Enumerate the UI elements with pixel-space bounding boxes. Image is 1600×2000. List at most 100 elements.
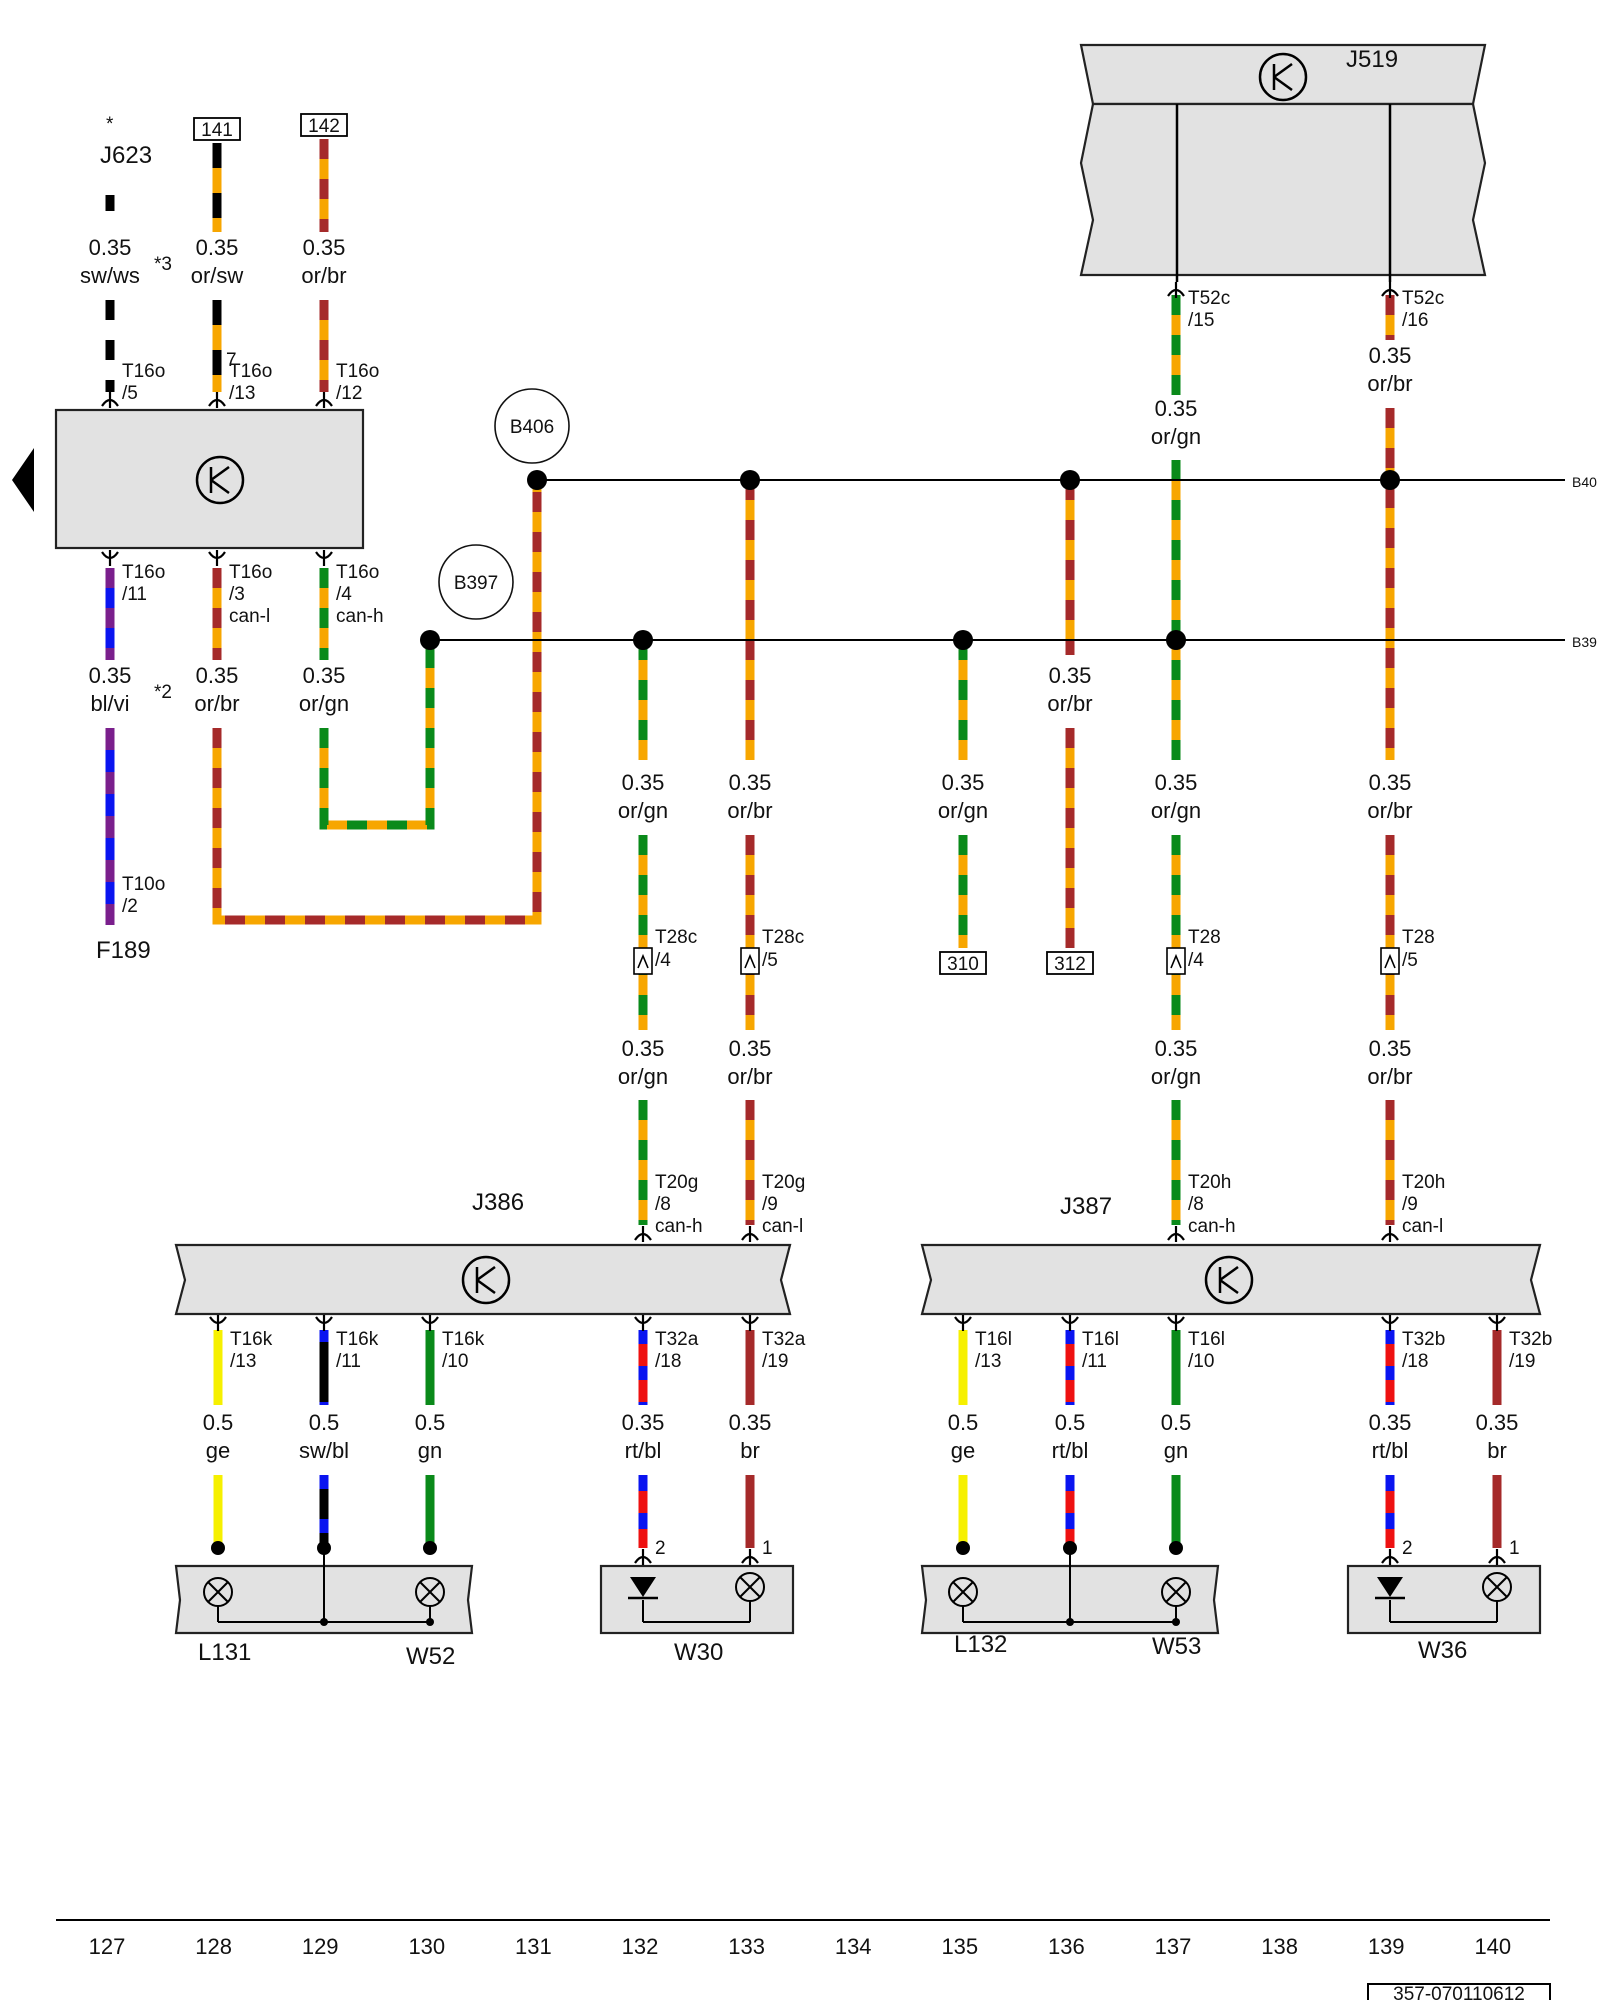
- splice-dot: [527, 470, 547, 490]
- wire-size: 0.5: [948, 1410, 979, 1435]
- pin-label: T10o/2: [122, 874, 165, 917]
- reference-box-141: 141: [193, 117, 241, 141]
- wire-size: 0.35: [1369, 1036, 1412, 1061]
- pin-label: T28c/5: [762, 927, 804, 971]
- ground-point-b397: B397: [438, 544, 514, 620]
- wire-size: 0.35: [1155, 1036, 1198, 1061]
- pin-label: T52c/16: [1402, 288, 1444, 331]
- pin-contact-icon: [1167, 282, 1185, 298]
- solder-dot: [956, 1541, 970, 1555]
- column-number: 133: [728, 1934, 765, 1959]
- diode-icon: [1375, 1577, 1405, 1600]
- pin-contact-icon: [634, 1315, 652, 1331]
- module-j623: J623 *: [12, 114, 365, 550]
- reference-141: 141: [201, 120, 233, 141]
- wire-color: sw/ws: [80, 263, 140, 288]
- splice-dot: [1060, 470, 1080, 490]
- module-j623-star: *: [106, 114, 114, 135]
- wire-color: or/br: [194, 691, 239, 716]
- pin-label: T16l/10: [1188, 1329, 1225, 1372]
- wire-color: gn: [1164, 1438, 1188, 1463]
- wire-size: 0.35: [622, 1410, 665, 1435]
- wire-size: 0.35: [303, 663, 346, 688]
- pin-label: 1: [1509, 1538, 1520, 1559]
- splice-dot: [1380, 470, 1400, 490]
- splice-dot: [740, 470, 760, 490]
- wire-size: 0.35: [1155, 396, 1198, 421]
- module-j519-label: J519: [1346, 46, 1398, 73]
- wire-size: 0.35: [1155, 770, 1198, 795]
- reference-box-312: 312: [1046, 951, 1094, 975]
- connector-t28-5-icon: [1380, 947, 1400, 975]
- wire-color: ge: [951, 1438, 975, 1463]
- wire-color: or/gn: [938, 798, 988, 823]
- splice-dot: [1166, 630, 1186, 650]
- wire-size: 0.35: [196, 235, 239, 260]
- wire-size: 0.5: [203, 1410, 234, 1435]
- pin-contact-icon: [208, 392, 226, 408]
- lamp-icon: [948, 1577, 978, 1607]
- splice-dot: [420, 630, 440, 650]
- wire-size: 0.35: [196, 663, 239, 688]
- wire-color: or/gn: [1151, 798, 1201, 823]
- wire-color: or/br: [727, 798, 772, 823]
- pin-label: T16l/11: [1082, 1329, 1119, 1372]
- wire-color: or/gn: [618, 1064, 668, 1089]
- splice-points: [420, 470, 1400, 650]
- pin-contact-icon: [315, 392, 333, 408]
- wire-color: ge: [206, 1438, 230, 1463]
- wire-color: br: [1487, 1438, 1507, 1463]
- drawing-number: 357-070110612: [1393, 1984, 1525, 2000]
- splice-dot: [953, 630, 973, 650]
- lamp-icon: [735, 1572, 765, 1602]
- solder-dot: [317, 1541, 331, 1555]
- pin-contact-icon: [315, 550, 333, 566]
- solder-dot: [423, 1541, 437, 1555]
- pin-contact-icon: [1167, 1226, 1185, 1242]
- wire-color: rt/bl: [1052, 1438, 1089, 1463]
- wire-size: 0.35: [622, 1036, 665, 1061]
- control-unit-icon: [461, 1255, 511, 1305]
- connector-symbols: [633, 947, 1400, 975]
- connector-t28-4-icon: [1166, 947, 1186, 975]
- wire-size: 0.35: [303, 235, 346, 260]
- lamp-icon: [415, 1577, 445, 1607]
- bus-b397-edge-label: B39: [1572, 634, 1597, 650]
- wire-color: or/br: [1367, 371, 1412, 396]
- pin-contact-icon: [1381, 282, 1399, 298]
- wire-color: or/br: [1047, 691, 1092, 716]
- pin-contact-icon: [1061, 1315, 1079, 1331]
- module-j387: J387: [920, 1193, 1542, 1316]
- column-number: 127: [89, 1934, 126, 1959]
- wire-size: 0.35: [729, 770, 772, 795]
- wire-size: 0.35: [1369, 1410, 1412, 1435]
- control-unit-icon: [195, 455, 245, 505]
- drawing-number-box: 357-070110612: [1367, 1983, 1551, 2000]
- module-j623-label: J623: [100, 142, 152, 169]
- pin-contact-icon: [634, 1549, 652, 1565]
- pin-contact-icon: [741, 1226, 759, 1242]
- component-l131-label: L131: [198, 1639, 251, 1666]
- pin-label: T16o/13: [229, 361, 272, 404]
- column-number: 128: [195, 1934, 232, 1959]
- wire-size: 0.35: [1369, 770, 1412, 795]
- wire-color: or/br: [1367, 798, 1412, 823]
- wire-color: or/gn: [299, 691, 349, 716]
- pin-contact-icon: [954, 1315, 972, 1331]
- pin-contact-icon: [1488, 1315, 1506, 1331]
- wire-color: or/gn: [618, 798, 668, 823]
- footnote-2: *2: [154, 682, 172, 703]
- ground-point-b406: B406: [494, 388, 570, 464]
- wire-size: 0.35: [729, 1410, 772, 1435]
- pin-contact-icon: [741, 1315, 759, 1331]
- wire-stripe: [319, 640, 435, 830]
- wire-size: 0.35: [89, 235, 132, 260]
- bus-b406-edge-label: B40: [1572, 474, 1597, 490]
- pin-label: 2: [655, 1538, 666, 1559]
- component-f189-label: F189: [96, 937, 151, 964]
- wire-color: sw/bl: [299, 1438, 349, 1463]
- pin-contact-icon: [315, 1315, 333, 1331]
- wire-size: 0.35: [942, 770, 985, 795]
- module-j386-label: J386: [472, 1189, 524, 1216]
